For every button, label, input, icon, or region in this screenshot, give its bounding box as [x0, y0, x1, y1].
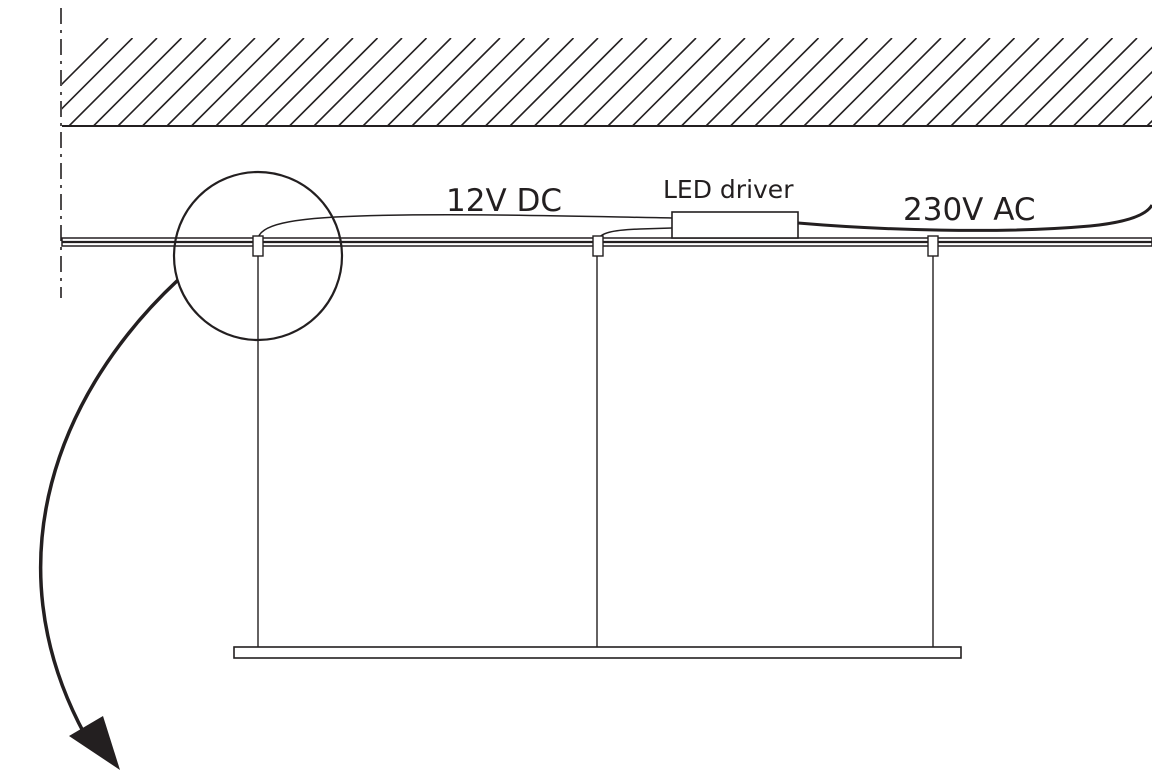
- hatch-line: [607, 38, 697, 126]
- hatch-line: [1048, 38, 1138, 126]
- hatch-line: [680, 38, 771, 126]
- hatch-line: [876, 38, 967, 126]
- hatch-line: [484, 38, 575, 126]
- hatch-line: [1023, 38, 1114, 126]
- luminaire-panel: [233, 646, 962, 659]
- hatch-line: [803, 38, 893, 126]
- hatch-line: [62, 38, 134, 110]
- hatch-line: [705, 38, 795, 126]
- hatch-line: [950, 38, 1040, 126]
- hatch-line: [68, 38, 158, 126]
- led-driver-box: [671, 211, 799, 239]
- dc-voltage-label: 12V DC: [446, 183, 562, 219]
- clamp: [252, 235, 264, 257]
- hatch-line: [288, 38, 379, 126]
- hatch-line: [827, 38, 918, 126]
- led-driver-label: LED driver: [663, 175, 794, 204]
- hatch-line: [901, 38, 991, 126]
- ceiling-hatch: [62, 38, 1152, 126]
- hatch-line: [117, 38, 207, 126]
- hatch-line: [1072, 46, 1152, 126]
- hatch-line: [362, 38, 452, 126]
- hatch-line: [411, 38, 501, 126]
- hatch-line: [264, 38, 354, 126]
- hatch-line: [166, 38, 256, 126]
- hatch-line: [974, 38, 1065, 126]
- arrow-head-icon: [69, 716, 120, 770]
- hatch-line: [533, 38, 624, 126]
- detail-arrow: [38, 278, 180, 736]
- hatch-line: [558, 38, 648, 126]
- ac-voltage-label: 230V AC: [903, 192, 1036, 228]
- clamp: [927, 235, 939, 257]
- hatch-line: [190, 38, 281, 126]
- hatch-line: [852, 38, 942, 126]
- hatch-line: [729, 38, 820, 126]
- hatch-line: [1097, 70, 1152, 126]
- hatch-line: [141, 38, 232, 126]
- clamp: [592, 235, 604, 257]
- hatch-line: [509, 38, 599, 126]
- hatch-line: [239, 38, 330, 126]
- hatch-line: [435, 38, 526, 126]
- hatch-line: [754, 38, 844, 126]
- hatch-line: [582, 38, 673, 126]
- detail-circle: [172, 170, 344, 342]
- hatch-line: [631, 38, 722, 126]
- hatch-line: [925, 38, 1016, 126]
- hatch-line: [313, 38, 403, 126]
- hatch-line: [62, 38, 109, 86]
- hatch-line: [215, 38, 305, 126]
- mounting-rail: [61, 237, 1152, 247]
- hatch-line: [1121, 95, 1152, 126]
- hatch-line: [92, 38, 183, 126]
- hatch-line: [656, 38, 746, 126]
- hatch-line: [999, 38, 1089, 126]
- hatch-line: [778, 38, 869, 126]
- dc-cable: [257, 213, 673, 241]
- ac-cable: [797, 204, 1152, 232]
- hatch-line: [337, 38, 428, 126]
- hatch-line: [460, 38, 550, 126]
- hatch-line: [386, 38, 477, 126]
